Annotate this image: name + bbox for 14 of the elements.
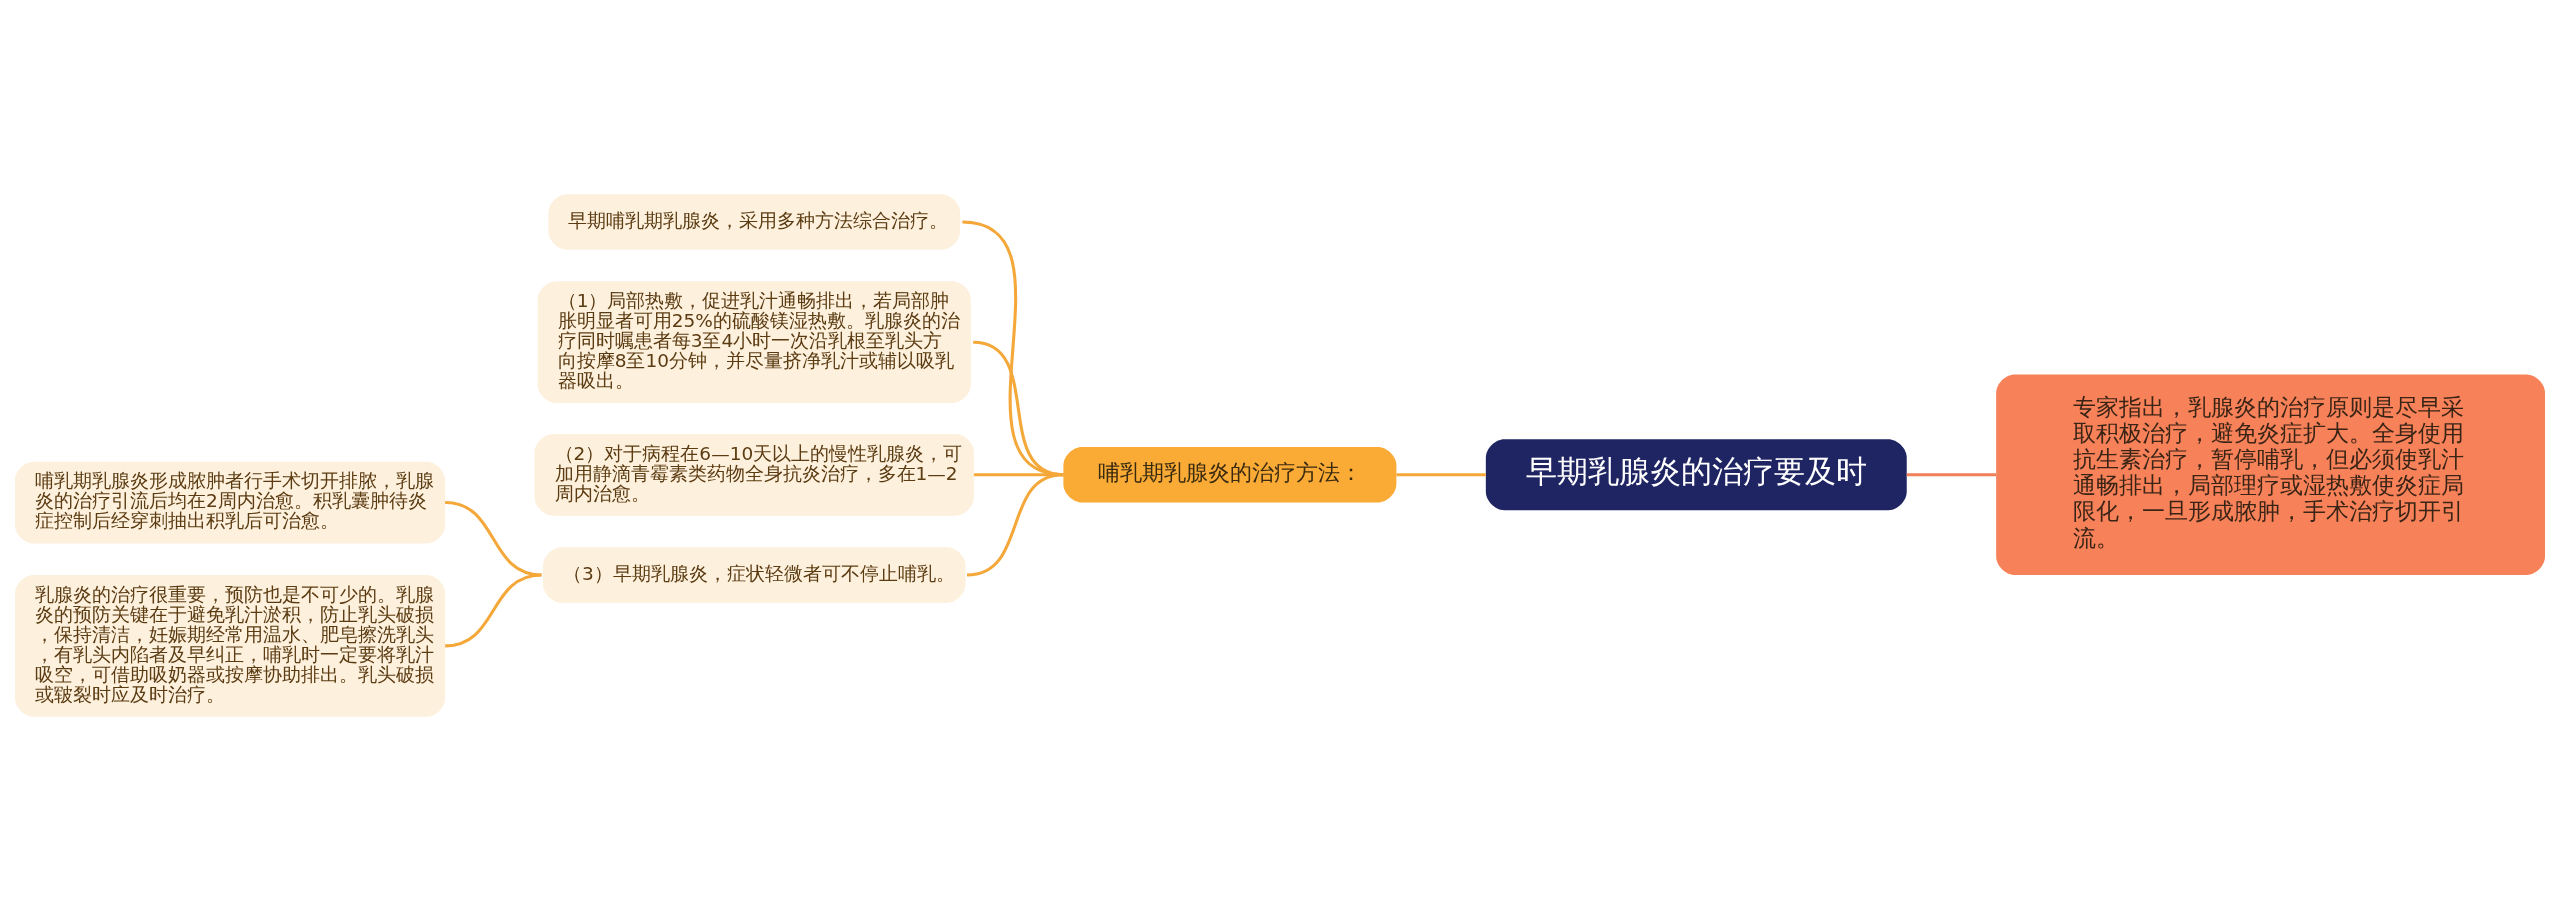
connector: [444, 573, 542, 648]
node-box: （1）局部热敷，促进乳汁通畅排出，若局部肿胀明显者可用25%的硫酸镁湿热敷。乳腺炎的治疗同时嘱患者每3至4小时一次沿乳根至乳头方向按摩8至10分钟，并尽量挤净乳汁或辅以吸乳器吸出。: [537, 281, 971, 404]
node-box: 早期乳腺炎的治疗要及时: [1485, 439, 1907, 511]
node-box: 专家指出，乳腺炎的治疗原则是尽早采取积极治疗，避免炎症扩大。全身使用抗生素治疗，暂停哺乳，但必须使乳汁通畅排出，局部理疗或湿热敷使炎症局限化，一旦形成脓肿，手术治疗切开引流。: [1996, 374, 2546, 575]
connector: [444, 501, 542, 577]
node-box: 早期哺乳期乳腺炎，采用多种方法综合治疗。: [548, 194, 961, 250]
connector: [966, 473, 1064, 577]
node-box: （3）早期乳腺炎，症状轻微者可不停止哺乳。: [543, 547, 966, 603]
connector: [1906, 473, 1997, 477]
node-box: （2）对于病程在6—10天以上的慢性乳腺炎，可加用静滴青霉素类药物全身抗炎治疗，多在1—2周内治愈。: [534, 433, 974, 516]
node-box: 哺乳期乳腺炎的治疗方法：: [1063, 447, 1397, 503]
connector: [1396, 473, 1486, 477]
node-box: 哺乳期乳腺炎形成脓肿者行手术切开排脓，乳腺炎的治疗引流后均在2周内治愈。积乳囊肿待炎症控制后经穿刺抽出积乳后可治愈。: [14, 461, 446, 544]
node-box: 乳腺炎的治疗很重要，预防也是不可少的。乳腺炎的预防关键在于避免乳汁淤积，防止乳头破损，保持清洁，妊娠期经常用温水、肥皂擦洗乳头，有乳头内陷者及早纠正，哺乳时一定要将乳汁吸空，可借助吸奶器或按摩协助排出。乳头破损或皲裂时应及时治疗。: [14, 575, 446, 717]
